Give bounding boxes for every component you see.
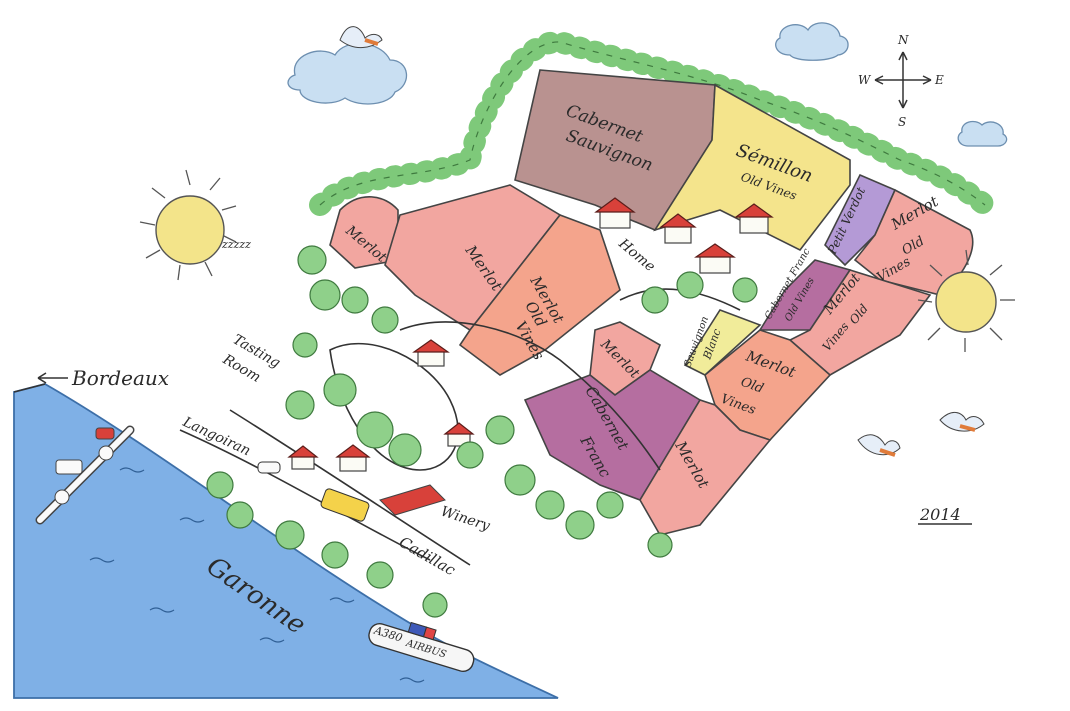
winery-label: Winery <box>439 504 493 535</box>
bird-icon <box>939 412 985 432</box>
cloud-icon <box>287 42 408 105</box>
bordeaux-arrow <box>37 372 68 384</box>
cadillac-label: Cadillac <box>396 533 459 580</box>
plot-petit-verdot <box>824 173 897 267</box>
riverside-road <box>229 409 471 566</box>
sun-icon <box>917 249 1015 352</box>
compass-icon <box>874 51 932 109</box>
village-house-icons <box>287 422 475 472</box>
bridge <box>35 425 135 525</box>
plot-merlot-old-vines <box>458 214 621 376</box>
home-house-icons <box>594 197 774 274</box>
compass-east: E <box>934 73 944 87</box>
bus-icon <box>320 488 370 522</box>
bordeaux-label: Bordeaux <box>71 366 169 390</box>
airplane-icon <box>368 621 475 673</box>
compass-north: N <box>897 33 909 47</box>
tasting-room-house-icon <box>412 339 450 367</box>
compass-west: W <box>858 73 872 87</box>
hedge-border <box>309 31 996 216</box>
sleep-label: zzzzz <box>221 238 251 251</box>
label-merlot-old-south-2: Old <box>739 375 766 397</box>
plot-merlot-south <box>639 399 772 536</box>
bird-icon <box>857 434 901 457</box>
sun-icon <box>139 169 237 281</box>
cloud-icon <box>957 120 1008 147</box>
compass-south: S <box>898 115 906 129</box>
langoiran-label: Langoiran <box>179 414 252 460</box>
river-waves <box>89 467 425 683</box>
plot-cabernet-franc-old <box>758 259 852 331</box>
home-label: Home <box>615 235 658 275</box>
boat-icon <box>55 459 83 475</box>
cloud-icon <box>775 22 849 61</box>
plot-merlot-west <box>329 196 399 269</box>
bird-icon <box>339 26 383 48</box>
year-label: 2014 <box>919 505 961 524</box>
tree-icons <box>206 245 758 618</box>
car-icon <box>257 461 281 474</box>
car-on-bridge-icon <box>95 427 115 440</box>
winery-building-icon <box>379 484 446 516</box>
